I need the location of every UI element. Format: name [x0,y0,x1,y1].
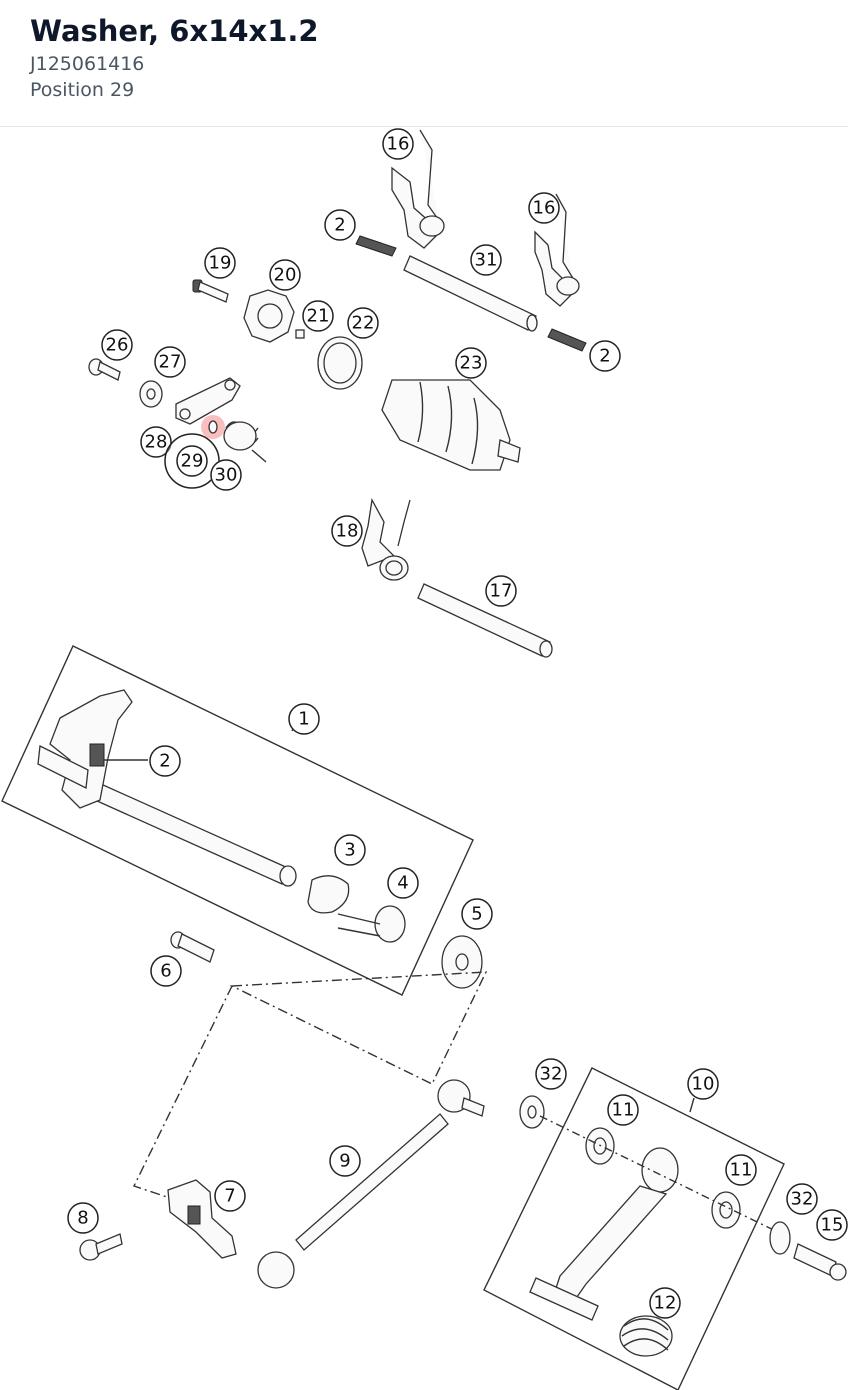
callout-16-right[interactable]: 16 [528,192,560,224]
svg-text:19: 19 [209,253,232,274]
svg-text:4: 4 [397,873,408,894]
callout-28[interactable]: 28 [140,426,172,458]
callout-11-left[interactable]: 11 [607,1094,639,1126]
svg-text:16: 16 [533,198,556,219]
callout-11-right[interactable]: 11 [725,1154,757,1186]
svg-text:10: 10 [692,1074,715,1095]
spring-right [547,328,587,352]
shift-shaft-assembly [1,645,483,996]
callout-23[interactable]: 23 [455,347,487,379]
svg-text:21: 21 [307,306,330,327]
callout-2-upper[interactable]: 2 [324,209,356,241]
callout-7[interactable]: 7 [214,1180,246,1212]
svg-text:7: 7 [224,1186,235,1207]
callout-1[interactable]: 1 [288,703,320,735]
callout-10[interactable]: 10 [687,1068,719,1100]
linkage-drawing [79,971,488,1289]
svg-text:1: 1 [298,709,309,730]
spring-upper [355,235,397,257]
svg-text:16: 16 [387,134,410,155]
svg-text:27: 27 [159,352,182,373]
callout-2-shaft[interactable]: 2 [149,745,181,777]
svg-text:32: 32 [540,1064,563,1085]
svg-text:11: 11 [730,1160,753,1181]
callout-15[interactable]: 15 [816,1209,848,1241]
callout-26[interactable]: 26 [101,329,133,361]
svg-text:18: 18 [336,521,359,542]
callout-9[interactable]: 9 [329,1145,361,1177]
callout-8[interactable]: 8 [67,1202,99,1234]
callout-6[interactable]: 6 [150,955,182,987]
svg-text:11: 11 [612,1100,635,1121]
svg-text:2: 2 [159,751,170,772]
svg-text:8: 8 [77,1208,88,1229]
svg-text:30: 30 [215,465,238,486]
svg-text:6: 6 [160,961,171,982]
svg-text:28: 28 [145,432,168,453]
callout-16-top[interactable]: 16 [382,128,414,160]
svg-text:15: 15 [821,1215,844,1236]
callout-32-left[interactable]: 32 [535,1058,567,1090]
callout-22[interactable]: 22 [347,307,379,339]
svg-text:29: 29 [181,451,204,472]
callout-2-right[interactable]: 2 [589,340,621,372]
callout-4[interactable]: 4 [387,867,419,899]
callout-18[interactable]: 18 [331,515,363,547]
svg-text:9: 9 [339,1151,350,1172]
svg-text:20: 20 [274,265,297,286]
callout-32-right[interactable]: 32 [786,1183,818,1215]
svg-text:2: 2 [599,346,610,367]
callout-17[interactable]: 17 [485,575,517,607]
callout-29-highlighted[interactable]: 29 [164,433,220,489]
exploded-parts-diagram: 16 2 16 31 19 20 21 22 2 26 27 23 28 29 … [1,128,848,1390]
svg-text:32: 32 [791,1189,814,1210]
callout-5[interactable]: 5 [461,898,493,930]
svg-text:17: 17 [490,581,513,602]
part-title: Washer, 6x14x1.2 [30,14,319,48]
svg-text:23: 23 [460,353,483,374]
callout-30[interactable]: 30 [210,459,242,491]
svg-text:2: 2 [334,215,345,236]
part-header: Washer, 6x14x1.2 J125061416 Position 29 [0,0,848,127]
callout-31[interactable]: 31 [470,244,502,276]
callout-21[interactable]: 21 [302,300,334,332]
svg-text:3: 3 [344,840,355,861]
svg-text:22: 22 [352,313,375,334]
callout-27[interactable]: 27 [154,346,186,378]
callout-19[interactable]: 19 [204,247,236,279]
upper-drawing [88,129,587,658]
svg-text:31: 31 [475,250,498,271]
shift-lever-assembly [483,1067,847,1390]
svg-text:26: 26 [106,335,129,356]
part-position: Position 29 [30,79,135,101]
callout-12[interactable]: 12 [649,1287,681,1319]
svg-text:5: 5 [471,904,482,925]
part-number: J125061416 [30,53,145,75]
svg-text:12: 12 [654,1293,677,1314]
callout-3[interactable]: 3 [334,834,366,866]
callout-20[interactable]: 20 [269,259,301,291]
